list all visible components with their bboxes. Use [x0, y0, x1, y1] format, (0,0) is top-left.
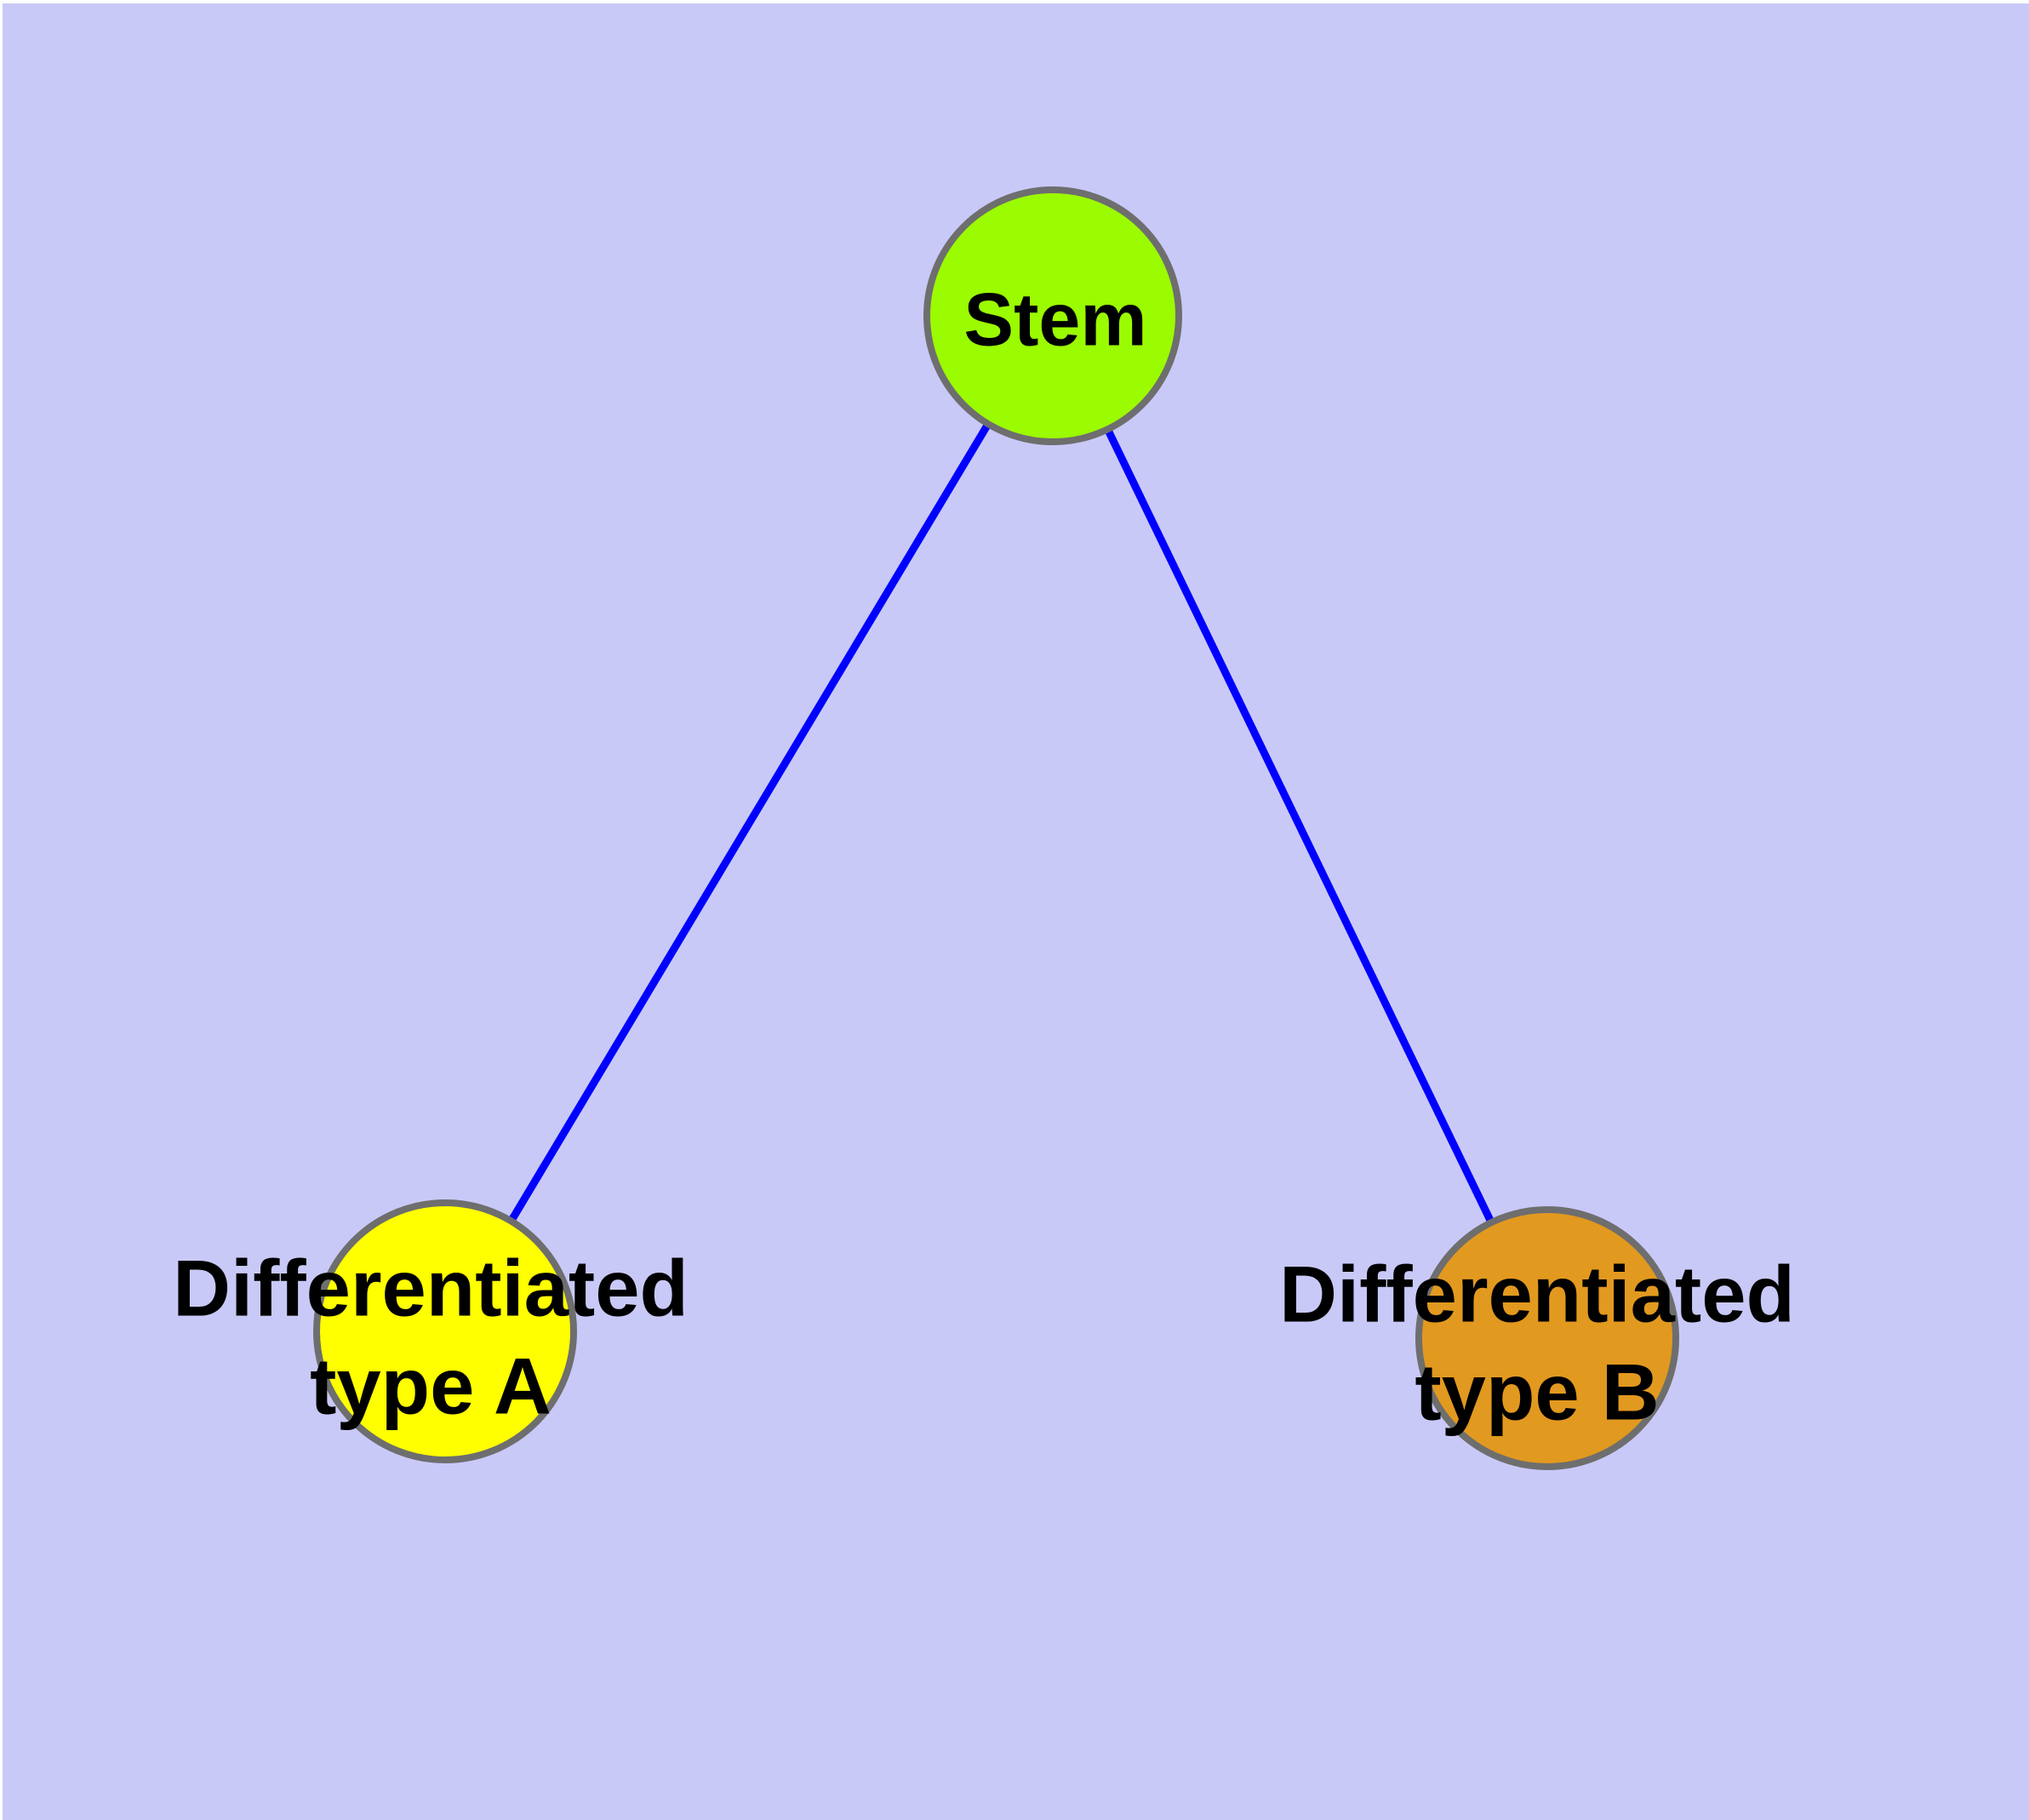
label-type-a-line2: type A — [310, 1342, 552, 1431]
label-stem: Stem — [963, 278, 1146, 362]
edge-stem-to-type-a — [442, 313, 1056, 1334]
label-type-b-line1: Differentiated — [1279, 1250, 1795, 1339]
label-type-a-line1: Differentiated — [173, 1244, 689, 1333]
label-type-b-line2: type B — [1415, 1348, 1659, 1437]
node-differentiated-type-a — [313, 1199, 577, 1463]
node-differentiated-type-b — [1415, 1206, 1679, 1470]
edge-stem-to-type-b — [1049, 314, 1552, 1340]
node-stem — [923, 186, 1182, 445]
